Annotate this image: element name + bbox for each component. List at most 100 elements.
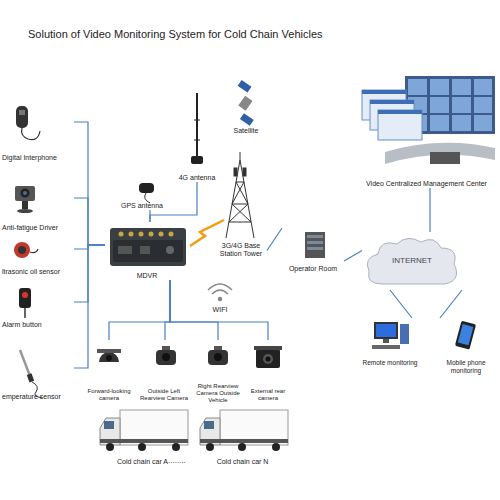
icon-node: Right Rearview Camera Outside Vehicle [192,340,244,404]
node-label: Operator Room [289,265,337,273]
mdvr-device-part [149,232,154,237]
node-label: Video Centralized Management Center [366,180,487,188]
base-station-tower [226,152,254,238]
management-center-illustration-part [430,115,449,131]
wifi-icon-part [212,290,228,294]
driver-camera-icon [15,186,35,213]
wifi-icon-part [208,284,232,290]
side-camera-icon-part [156,350,176,365]
icon-node: Operator Room [282,228,344,273]
4g-antenna-icon [191,93,203,164]
4g-antenna-icon-part [196,93,198,158]
node-label: WIFI [213,306,228,314]
connector-line [74,122,105,245]
phone-icon [455,321,476,350]
driver-camera-icon-part [17,209,33,213]
node-label: Alarm button [2,321,42,329]
connector-line [429,188,430,232]
icon-node: Anti-fatigue Driver [2,180,74,232]
temperature-probe-icon [20,350,42,398]
truck-illustration [200,410,288,451]
mdvr-device-part [166,246,174,254]
diagram-title: Solution of Video Monitoring System for … [28,28,323,40]
icon-node: Mobile phone monitoring [440,318,492,374]
computer-icon-part [376,324,396,337]
side-camera-icon-part [208,350,228,365]
mdvr-device-part [169,232,174,237]
management-center-illustration-part [430,97,449,113]
connector-line [74,245,105,368]
side-camera-icon-part [162,353,170,361]
base-station-tower-part [232,204,251,222]
gps-antenna-icon-part [145,193,150,203]
interphone-icon-part [19,110,25,115]
management-center-illustration-part [452,115,471,131]
icon-node: MDVR [105,222,189,280]
side-camera-icon [208,346,228,365]
mdvr-device-part [140,246,150,254]
side-camera-icon-part [214,353,222,361]
node-label: Cold chain car N [217,458,269,466]
rear-camera-icon-part [254,346,282,350]
connector-line [344,251,362,262]
alarm-button-icon-part [22,292,28,298]
rear-camera-icon-part [266,357,271,362]
4g-antenna-icon-part [191,156,203,164]
base-station-tower-part [240,152,241,160]
node-label: Anti-fatigue Driver [2,224,58,232]
oil-sensor-icon-part [30,249,38,253]
server-icon-part [307,235,323,238]
dome-camera-icon [97,349,121,362]
mdvr-device [110,228,186,266]
node-label: Forward-looking camera [86,388,132,402]
icon-node: 3G/4G Base Station Tower [215,158,267,258]
connector-line [390,290,412,318]
node-label: Satellite [234,127,259,135]
truck-illustration-part [238,443,246,451]
computer-icon-part [374,322,398,339]
icon-node: WIFI [205,278,235,314]
temperature-probe-icon-part [27,373,34,382]
mdvr-device-part [113,240,183,262]
truck-illustration-part [172,443,180,451]
wifi-icon [208,284,232,301]
icon-node: External rear camera [246,340,290,402]
node-label: External rear camera [246,388,290,402]
wireless-bolt [190,220,224,246]
connector-line [267,228,282,251]
connector-line [149,210,150,222]
4g-antenna-icon-part [194,140,200,141]
base-station-tower-part [232,182,244,204]
driver-camera-icon-part [22,201,28,209]
connector-line [74,245,105,249]
temperature-probe-icon-part [20,350,30,376]
cloud-outline [367,238,456,284]
management-center-illustration-part [452,97,471,113]
base-station-tower-part [234,168,237,176]
node-label: Outside Left Rearview Camera [137,388,191,402]
base-station-tower-part [243,168,246,176]
alarm-button-icon-part [24,308,26,318]
mdvr-device-part [159,232,164,237]
icon-node: 4G antenna [165,90,229,182]
management-center-illustration-part [430,152,460,164]
computer-icon-part [372,345,400,349]
base-station-tower-part [232,204,248,205]
alarm-button-icon [19,288,31,318]
management-center-illustration-part [385,143,495,164]
connector-line [74,198,105,245]
side-camera-icon-part [162,346,170,350]
driver-camera-icon-part [23,191,27,195]
node-label: Cold chain car A [117,458,168,466]
icon-node: GPS antenna [112,178,172,210]
dome-camera-icon-part [97,349,121,353]
interphone-icon [16,106,40,140]
mdvr-device-part [129,232,134,237]
icon-node: Satellite [222,85,270,135]
node-label: Remote monitoring [363,359,418,366]
server-icon [305,232,325,258]
oil-sensor-icon-part [14,242,30,258]
satellite-icon-part [238,96,252,111]
satellite-icon [238,80,254,126]
icon-node: Remote monitoring [358,318,422,366]
